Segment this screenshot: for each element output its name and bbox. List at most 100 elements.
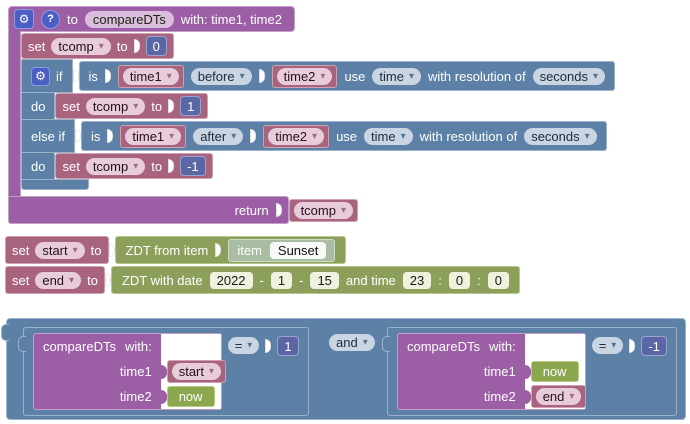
input-socket — [133, 39, 140, 53]
number-block[interactable]: 1 — [277, 336, 299, 356]
call-header: compareDTs with: — [398, 334, 525, 359]
number-block[interactable]: 1 — [180, 96, 202, 116]
function-call-block[interactable]: compareDTs with: time1 now time2 end — [397, 333, 587, 410]
zdt-from-item-label: ZDT from item — [125, 242, 209, 258]
hour-field[interactable]: 23 — [402, 271, 432, 289]
param-label-time1: time1 — [119, 364, 152, 379]
if-block[interactable]: ⚙ if is time1 before time2 use time with… — [21, 59, 616, 190]
function-body-spine — [8, 31, 21, 197]
variable-field-time2[interactable]: time2 — [268, 127, 325, 145]
minute-field[interactable]: 0 — [448, 271, 471, 289]
call-return-slot — [160, 334, 221, 359]
variable-block-time1[interactable]: time1 — [120, 124, 187, 148]
now-block[interactable]: now — [530, 361, 579, 382]
param-slot-time2: now — [160, 384, 221, 409]
param-label-time1: time1 — [483, 364, 516, 379]
variable-field-start[interactable]: start — [35, 241, 85, 259]
datetime-compare-block[interactable]: is time1 after time2 use time with resol… — [80, 121, 607, 151]
second-field[interactable]: 0 — [487, 271, 509, 289]
operator-dropdown[interactable]: after — [193, 127, 244, 145]
day-field[interactable]: 15 — [310, 271, 339, 289]
variable-block-start[interactable]: start — [166, 360, 227, 383]
set-label: set — [12, 272, 30, 288]
variable-block-time2[interactable]: time2 — [271, 64, 338, 88]
help-icon[interactable]: ? — [41, 9, 60, 29]
and-operator-dropdown[interactable]: and — [329, 334, 375, 351]
input-socket — [104, 69, 111, 83]
set-variable-block[interactable]: set tcomp to 1 — [55, 93, 209, 119]
variable-block-end[interactable]: end — [530, 385, 587, 408]
function-header[interactable]: ⚙ ? to compareDTs with: time1, time2 — [8, 6, 295, 32]
do-cell: do — [21, 152, 56, 180]
function-return-bar[interactable]: return tcomp — [8, 196, 358, 224]
logic-compare-block[interactable]: compareDTs with: time1 now time2 end = -… — [382, 327, 677, 416]
zdt-with-date-label: ZDT with date — [121, 272, 203, 288]
item-block[interactable]: item Sunset — [228, 238, 336, 262]
variable-block-tcomp[interactable]: tcomp — [288, 198, 358, 222]
set-variable-block[interactable]: set tcomp to 0 — [21, 33, 174, 59]
left-connector-tab — [382, 336, 390, 352]
variable-field-time1[interactable]: time1 — [122, 67, 179, 85]
variable-field-time2[interactable]: time2 — [276, 67, 333, 85]
resolution-dropdown[interactable]: seconds — [524, 127, 597, 145]
variable-field-end[interactable]: end — [535, 388, 582, 405]
set-label: set — [12, 242, 30, 258]
with-label: with: — [124, 339, 152, 354]
param-slot-time1: now — [524, 359, 585, 384]
and-time-label: and time — [345, 272, 396, 288]
if-header-cell[interactable]: ⚙ if — [21, 59, 73, 93]
use-dropdown[interactable]: time — [372, 67, 422, 85]
compare-operator-dropdown[interactable]: = — [227, 337, 260, 354]
left-connector-tab — [1, 324, 9, 341]
date-separator: - — [259, 272, 264, 288]
number-block[interactable]: -1 — [180, 156, 206, 176]
set-variable-block[interactable]: set tcomp to -1 — [55, 153, 213, 179]
set-variable-block[interactable]: set end to — [5, 266, 105, 294]
item-name-field[interactable]: Sunset — [269, 241, 327, 259]
do-cell: do — [21, 92, 56, 120]
set-label: set — [62, 158, 80, 174]
function-params-label: with: time1, time2 — [180, 11, 282, 27]
compare-operator-dropdown[interactable]: = — [591, 337, 624, 354]
logic-compare-block[interactable]: compareDTs with: time1 start time2 now =… — [18, 327, 309, 416]
number-block[interactable]: -1 — [641, 336, 667, 356]
gear-icon[interactable]: ⚙ — [14, 9, 34, 29]
gear-icon[interactable]: ⚙ — [31, 66, 50, 86]
month-field[interactable]: 1 — [270, 271, 293, 289]
variable-field-tcomp[interactable]: tcomp — [85, 157, 146, 175]
set-end-row[interactable]: set end to ZDT with date 2022 - 1 - 15 a… — [5, 266, 520, 294]
variable-field-tcomp[interactable]: tcomp — [85, 97, 146, 115]
variable-block-time2[interactable]: time2 — [263, 124, 330, 148]
is-label: is — [88, 68, 98, 84]
input-socket — [74, 129, 81, 143]
resolution-dropdown[interactable]: seconds — [532, 67, 606, 85]
zdt-from-item-block[interactable]: ZDT from item item Sunset — [114, 236, 347, 264]
set-label: set — [62, 98, 80, 114]
set-start-row[interactable]: set start to ZDT from item item Sunset — [5, 236, 347, 264]
variable-field-end[interactable]: end — [35, 271, 82, 289]
function-definition-block[interactable]: ⚙ ? to compareDTs with: time1, time2 set… — [8, 6, 648, 226]
datetime-compare-block[interactable]: is time1 before time2 use time with reso… — [78, 61, 616, 91]
function-name-field[interactable]: compareDTs — [84, 10, 174, 28]
elseif-cell: else if — [21, 119, 75, 153]
time-separator: : — [477, 272, 481, 288]
zdt-with-date-block[interactable]: ZDT with date 2022 - 1 - 15 and time 23 … — [110, 266, 520, 294]
input-socket — [160, 364, 167, 379]
input-socket — [104, 273, 111, 287]
variable-block-time1[interactable]: time1 — [117, 64, 184, 88]
variable-field-tcomp[interactable]: tcomp — [293, 201, 353, 219]
param-slot-time2: end — [524, 384, 587, 409]
set-variable-block[interactable]: set start to — [5, 236, 109, 264]
use-label: use — [336, 128, 358, 144]
to-label: to — [87, 272, 98, 288]
year-field[interactable]: 2022 — [209, 271, 253, 289]
variable-field-start[interactable]: start — [171, 363, 222, 380]
number-block[interactable]: 0 — [145, 36, 167, 56]
function-call-block[interactable]: compareDTs with: time1 start time2 now — [33, 333, 227, 410]
use-dropdown[interactable]: time — [364, 127, 413, 145]
logic-and-block[interactable]: compareDTs with: time1 start time2 now =… — [1, 318, 686, 420]
variable-field-tcomp[interactable]: tcomp — [51, 37, 111, 55]
now-block[interactable]: now — [166, 386, 215, 407]
operator-dropdown[interactable]: before — [190, 67, 252, 85]
variable-field-time1[interactable]: time1 — [125, 127, 182, 145]
